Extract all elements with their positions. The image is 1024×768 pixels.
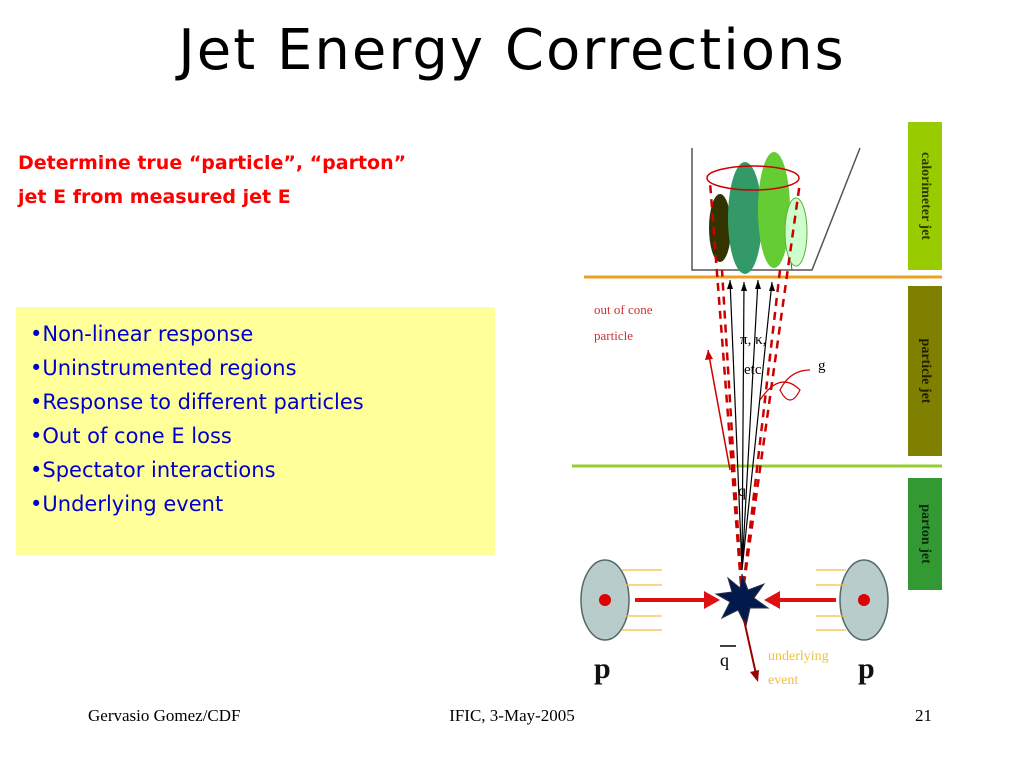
bullet-box: •Non-linear response •Uninstrumented reg… bbox=[16, 307, 495, 555]
right-proton-core bbox=[858, 594, 870, 606]
out-of-cone-arrowhead bbox=[705, 350, 713, 360]
quark-label: q bbox=[738, 483, 746, 500]
out-of-cone-label: out of cone bbox=[594, 302, 653, 317]
gluon-label: g bbox=[818, 358, 826, 374]
subtitle-line-2: jet E from measured jet E bbox=[18, 186, 291, 208]
antiquark-label: q bbox=[720, 650, 729, 670]
footer-venue: IFIC, 3-May-2005 bbox=[449, 706, 575, 725]
right-beam-arrowhead bbox=[764, 591, 780, 609]
calorimeter-jet-band bbox=[908, 122, 942, 270]
parton-jet-band bbox=[908, 478, 942, 590]
underlying-label-2: event bbox=[768, 673, 798, 688]
cone-ellipse bbox=[706, 165, 800, 191]
slide-subtitle: Determine true “particle”, “parton” jet … bbox=[18, 146, 498, 214]
arrow-heads bbox=[727, 280, 775, 291]
left-beam-arrowhead bbox=[704, 591, 720, 609]
out-of-cone-label-2: particle bbox=[594, 328, 633, 343]
underlying-label: underlying bbox=[768, 649, 829, 664]
bullet-item: •Spectator interactions bbox=[30, 458, 276, 482]
bullet-item: •Underlying event bbox=[30, 492, 224, 516]
tower-light-green bbox=[758, 152, 790, 268]
particle-jet-band bbox=[908, 286, 942, 456]
subtitle-line-1: Determine true “particle”, “parton” bbox=[18, 152, 407, 174]
bullet-item: •Out of cone E loss bbox=[30, 424, 232, 448]
left-proton-core bbox=[599, 594, 611, 606]
slide-title: Jet Energy Corrections bbox=[178, 18, 846, 83]
antiquark-arrowhead bbox=[750, 670, 759, 682]
tower-green bbox=[728, 162, 762, 274]
etc-label: etc bbox=[744, 362, 762, 378]
calorimeter-outline bbox=[691, 147, 861, 271]
jet-diagram: calorimeter jet particle jet parton jet … bbox=[572, 122, 942, 688]
calorimeter-jet-label: calorimeter jet bbox=[918, 152, 933, 240]
bullet-item: •Non-linear response bbox=[30, 322, 254, 346]
bullet-item: •Response to different particles bbox=[30, 390, 364, 414]
gluon-curl bbox=[759, 369, 811, 401]
cone-dashed-lines bbox=[708, 181, 802, 599]
particle-jet-label: particle jet bbox=[918, 339, 933, 404]
parton-jet-label: parton jet bbox=[918, 504, 933, 564]
out-of-cone-arrow bbox=[707, 349, 731, 471]
collision-star-icon bbox=[714, 573, 770, 628]
footer-page-number: 21 bbox=[915, 706, 932, 725]
left-p-label: p bbox=[594, 652, 611, 685]
bullet-item: •Uninstrumented regions bbox=[30, 356, 297, 380]
right-p-label: p bbox=[858, 652, 875, 685]
particle-arrows bbox=[729, 279, 773, 571]
antiquark-arrow bbox=[743, 619, 757, 675]
pi-k-label: π, κ, bbox=[740, 332, 766, 348]
footer-author: Gervasio Gomez/CDF bbox=[88, 706, 241, 725]
spectator-lines bbox=[622, 569, 846, 631]
